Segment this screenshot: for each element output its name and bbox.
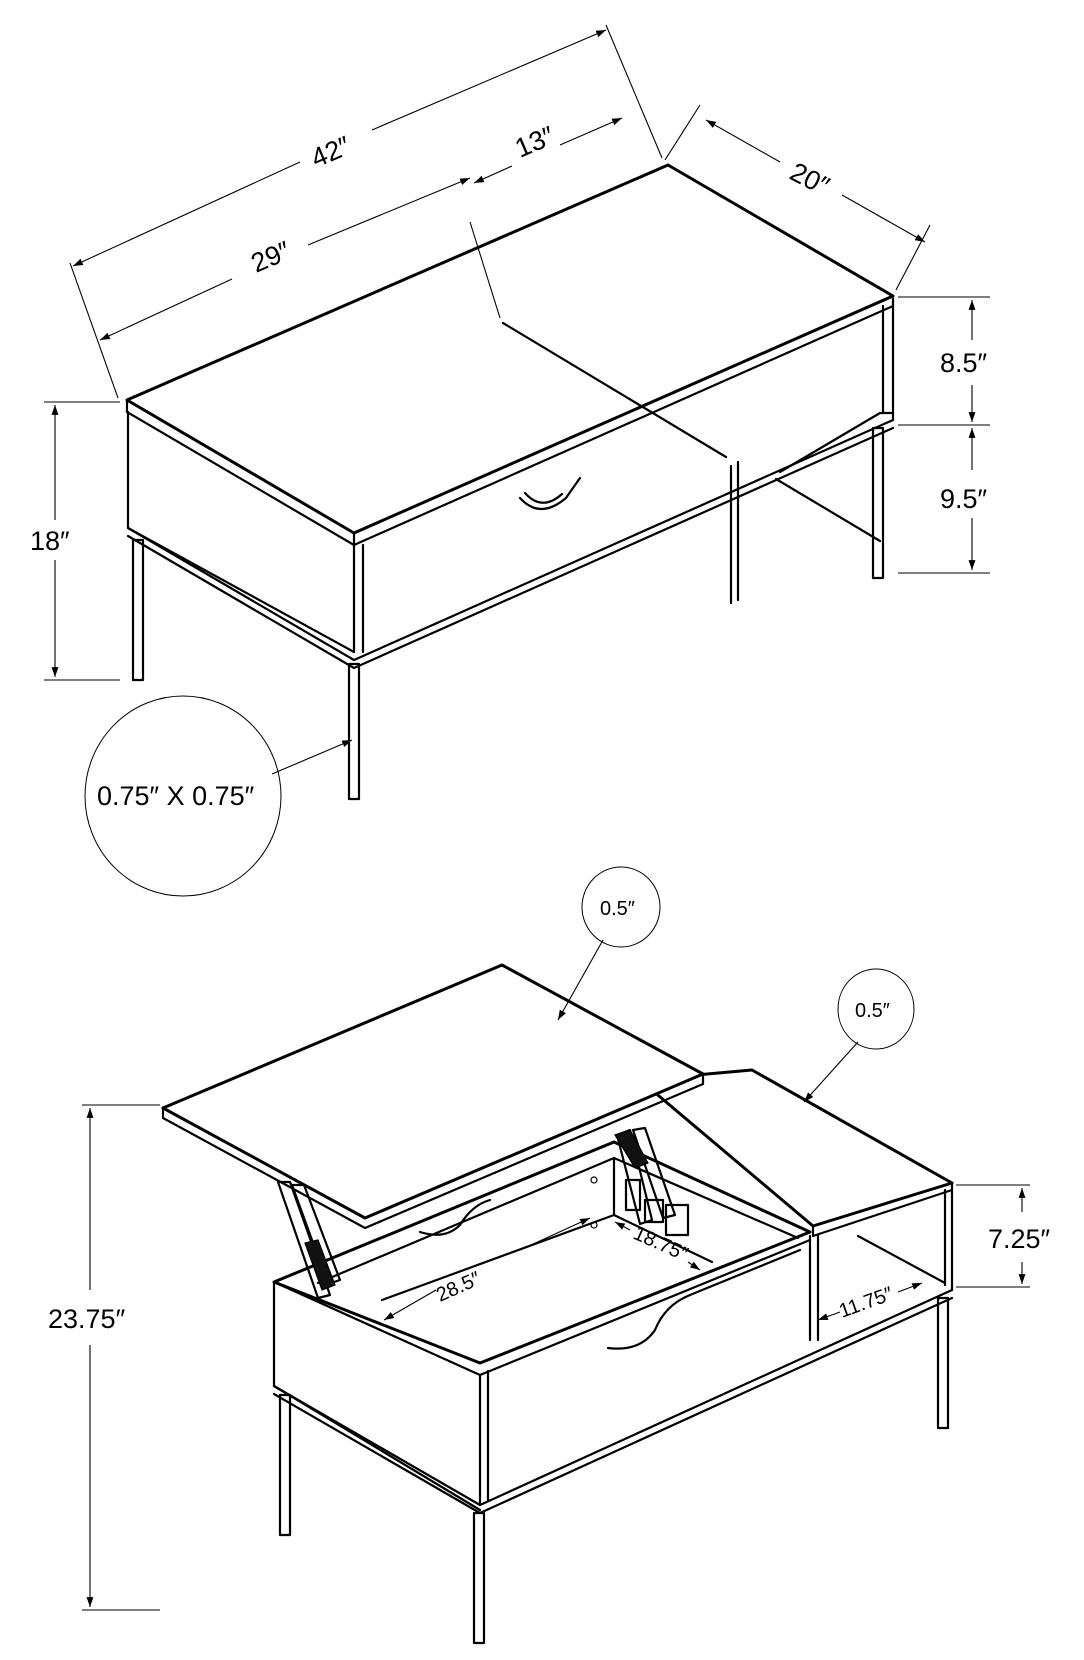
closed-table-drawing: [125, 163, 895, 801]
dim-shelf-depth: 11.75″: [817, 1282, 923, 1323]
label-7-25: 7.25″: [988, 1224, 1051, 1254]
callout-leg-section: 0.75″ X 0.75″: [84, 695, 353, 897]
callout-lift-top-thickness: 0.5″: [557, 866, 661, 1021]
label-18: 18″: [30, 526, 70, 556]
label-20: 20″: [785, 157, 834, 202]
label-13: 13″: [511, 120, 560, 163]
dim-raised-height: 23.75″: [48, 1104, 160, 1611]
label-29: 29″: [247, 235, 296, 278]
label-23-75: 23.75″: [48, 1304, 126, 1334]
dim-height: 18″: [30, 401, 120, 681]
closed-table-view: 42″ 29″ 13″ 20″ 18″: [30, 24, 990, 897]
open-table-drawing: [161, 963, 954, 1645]
label-8-5: 8.5″: [940, 348, 988, 378]
label-lift-top-thickness: 0.5″: [600, 898, 635, 920]
callout-fixed-top-thickness: 0.5″: [803, 968, 915, 1103]
label-9-5: 9.5″: [940, 484, 988, 514]
dim-fixed-top-length: 13″: [473, 117, 623, 184]
dim-upper-opening: 8.5″: [898, 296, 990, 426]
label-fixed-top-thickness: 0.5″: [855, 1000, 890, 1022]
label-leg-section: 0.75″ X 0.75″: [97, 781, 255, 811]
label-42: 42″: [307, 130, 356, 173]
open-table-view: 0.5″ 0.5″ 23.75″ 28.5″ 18.75″: [48, 866, 1051, 1645]
dim-lower-clearance: 9.5″: [898, 428, 990, 574]
label-11-75: 11.75″: [836, 1283, 896, 1323]
dim-shelf-opening: 7.25″: [956, 1184, 1051, 1288]
